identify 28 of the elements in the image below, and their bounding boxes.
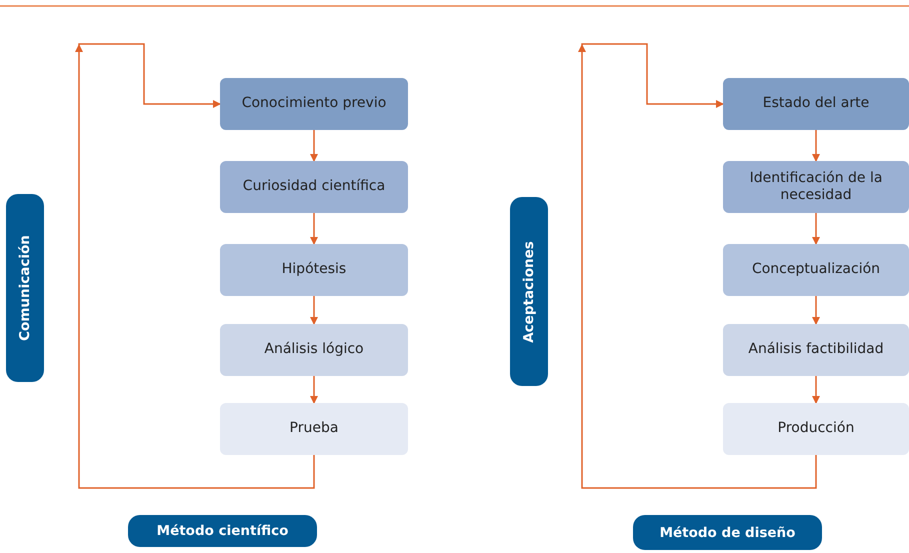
vertical-label: Aceptaciones <box>521 240 537 342</box>
step-label: Hipótesis <box>280 261 348 279</box>
process-box <box>220 78 408 130</box>
step-label: Identificación de la necesidad <box>748 170 884 204</box>
step-label: Estado del arte <box>762 95 870 113</box>
process-box <box>723 161 909 213</box>
step-label: Análisis lógico <box>263 341 365 359</box>
process-box <box>723 78 909 130</box>
process-box <box>723 403 909 455</box>
method-title-pill <box>128 515 317 547</box>
process-box <box>220 324 408 376</box>
method-title-pill <box>633 515 822 550</box>
method-title: Método científico <box>156 523 288 539</box>
process-box <box>723 244 909 296</box>
process-box <box>220 403 408 455</box>
side-label-pill <box>510 197 548 386</box>
process-box <box>220 161 408 213</box>
step-label: Producción <box>776 420 856 438</box>
vertical-label: Comunicación <box>17 235 33 341</box>
process-box <box>220 244 408 296</box>
step-label: Curiosidad científica <box>242 178 386 196</box>
step-label: Conceptualización <box>750 261 882 279</box>
step-label: Conocimiento previo <box>240 95 388 113</box>
method-title: Método de diseño <box>660 524 796 540</box>
process-box <box>723 324 909 376</box>
step-label: Análisis factibilidad <box>747 341 885 359</box>
side-label-pill <box>6 194 44 382</box>
step-label: Prueba <box>288 420 340 438</box>
